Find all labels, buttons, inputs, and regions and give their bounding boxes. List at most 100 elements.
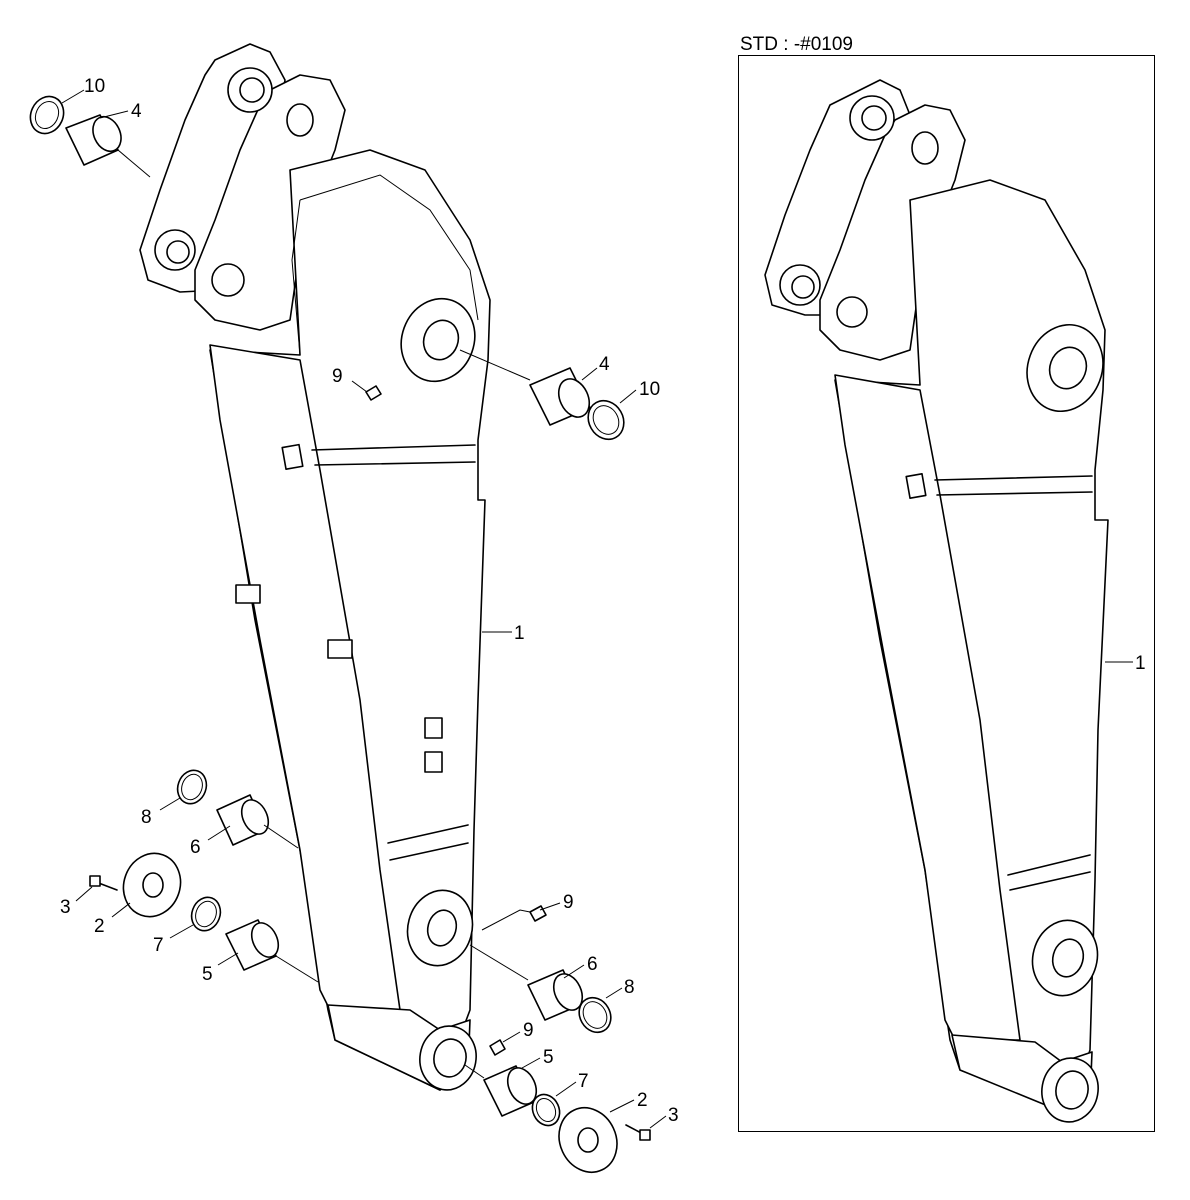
callout-7: 7	[153, 935, 164, 956]
callout-leader	[159, 797, 181, 811]
arm-lower-boss-bore	[426, 909, 458, 947]
callout-9: 9	[332, 366, 343, 387]
callout-leader	[563, 964, 585, 979]
arm-lower-crossbar	[387, 824, 469, 861]
arm-pad	[424, 751, 443, 773]
callout-2: 2	[94, 916, 105, 937]
leader-line	[263, 824, 299, 849]
callout-leader	[619, 389, 637, 404]
seal-ring	[190, 896, 222, 932]
callout-leader	[555, 1081, 577, 1097]
inset-upper-crossbar	[934, 475, 1093, 496]
callout-3: 3	[60, 897, 71, 918]
loose-parts	[29, 95, 651, 1173]
callout-5: 5	[202, 964, 213, 985]
callout-leader	[169, 924, 194, 939]
callout-2: 2	[637, 1090, 648, 1111]
callout-leader	[111, 902, 131, 918]
callout-10: 10	[639, 379, 660, 400]
bushing-end	[240, 799, 270, 835]
callout-leader	[581, 367, 598, 381]
arm-top-eye-mid-bore	[166, 240, 190, 264]
callout-leader	[609, 1099, 635, 1113]
inset-top-eye-mid-bore	[791, 275, 815, 299]
bushing-end	[552, 973, 584, 1011]
inset-front-upper-eye	[911, 131, 939, 165]
inset-callout-1: 1	[1135, 653, 1146, 674]
inset-bottom-boss-bore	[1055, 1070, 1089, 1110]
grease-nipple	[365, 385, 382, 401]
seal-ring-inner	[34, 100, 60, 130]
seal-ring	[176, 769, 208, 805]
leader-line	[117, 149, 151, 178]
inset-pad	[905, 472, 927, 500]
leader-line	[469, 944, 529, 981]
leader-line	[275, 955, 319, 983]
bolt-head	[639, 1129, 651, 1141]
callout-leader	[502, 1031, 521, 1043]
leader-line	[481, 909, 531, 931]
arm-inner-frame	[291, 174, 479, 356]
arm-pad	[424, 717, 443, 739]
callout-4: 4	[131, 101, 142, 122]
inset-top-eye-rear-bore	[861, 105, 887, 131]
callout-7: 7	[578, 1071, 589, 1092]
inset-head-front-plate	[819, 104, 966, 361]
bushing-end	[250, 922, 280, 958]
seal-ring	[531, 1093, 561, 1127]
inset-lower-boss-bore	[1051, 938, 1085, 978]
callout-1: 1	[514, 623, 525, 644]
callout-8: 8	[141, 807, 152, 828]
callouts-main: 1 10 4 4 10 9 8 6 3 2 7 5 9 6 8 9 5 7	[60, 76, 679, 1129]
callout-6: 6	[587, 954, 598, 975]
callouts-inset: 1	[1105, 653, 1146, 674]
seal-ring-inner	[582, 1001, 608, 1029]
cover-plate-hole	[577, 1127, 599, 1153]
callout-8: 8	[624, 977, 635, 998]
arm-pad	[327, 639, 353, 659]
inset-lower-crossbar	[1007, 854, 1091, 891]
leader-line	[464, 1064, 485, 1079]
bolt-head	[89, 875, 101, 887]
seal-ring	[29, 95, 65, 135]
arm-inset	[764, 79, 1109, 1123]
callout-5: 5	[543, 1047, 554, 1068]
arm-top-eye-rear-bore	[239, 77, 265, 103]
arm-front-eye	[211, 263, 245, 297]
seal-ring-inner	[195, 900, 217, 928]
callout-10: 10	[84, 76, 105, 97]
arm-pad	[281, 443, 304, 471]
seal-ring-inner	[181, 773, 203, 801]
callout-leader	[649, 1115, 667, 1129]
callout-leader	[351, 380, 368, 393]
arm-upper-boss-bore	[422, 319, 460, 361]
callout-leader	[99, 110, 129, 119]
callout-leader	[61, 89, 85, 104]
arm-pad	[235, 584, 261, 604]
grease-nipple	[489, 1039, 506, 1056]
callout-6: 6	[190, 837, 201, 858]
arm-main	[139, 43, 491, 1091]
bushing-end	[557, 378, 591, 418]
callout-leader	[521, 1057, 541, 1069]
callout-3: 3	[668, 1105, 679, 1126]
callout-leader	[539, 902, 561, 911]
std-label: STD : -#0109	[740, 34, 853, 55]
leader-line	[459, 349, 531, 381]
bushing-end	[92, 115, 122, 153]
callout-leader	[75, 886, 93, 902]
seal-ring	[587, 399, 625, 441]
callout-leader	[217, 952, 239, 966]
inset-upper-boss-bore	[1048, 346, 1088, 390]
arm-front-upper-eye	[286, 103, 314, 137]
callout-leader	[207, 825, 231, 841]
bushing-end	[506, 1067, 538, 1105]
arm-upper-crossbar	[311, 444, 476, 466]
inset-front-eye	[836, 296, 868, 328]
cover-plate-hole	[142, 872, 164, 898]
std-inset-frame	[738, 55, 1155, 1132]
callout-4: 4	[599, 354, 610, 375]
seal-ring-inner	[592, 405, 620, 435]
callout-leader	[605, 987, 623, 999]
